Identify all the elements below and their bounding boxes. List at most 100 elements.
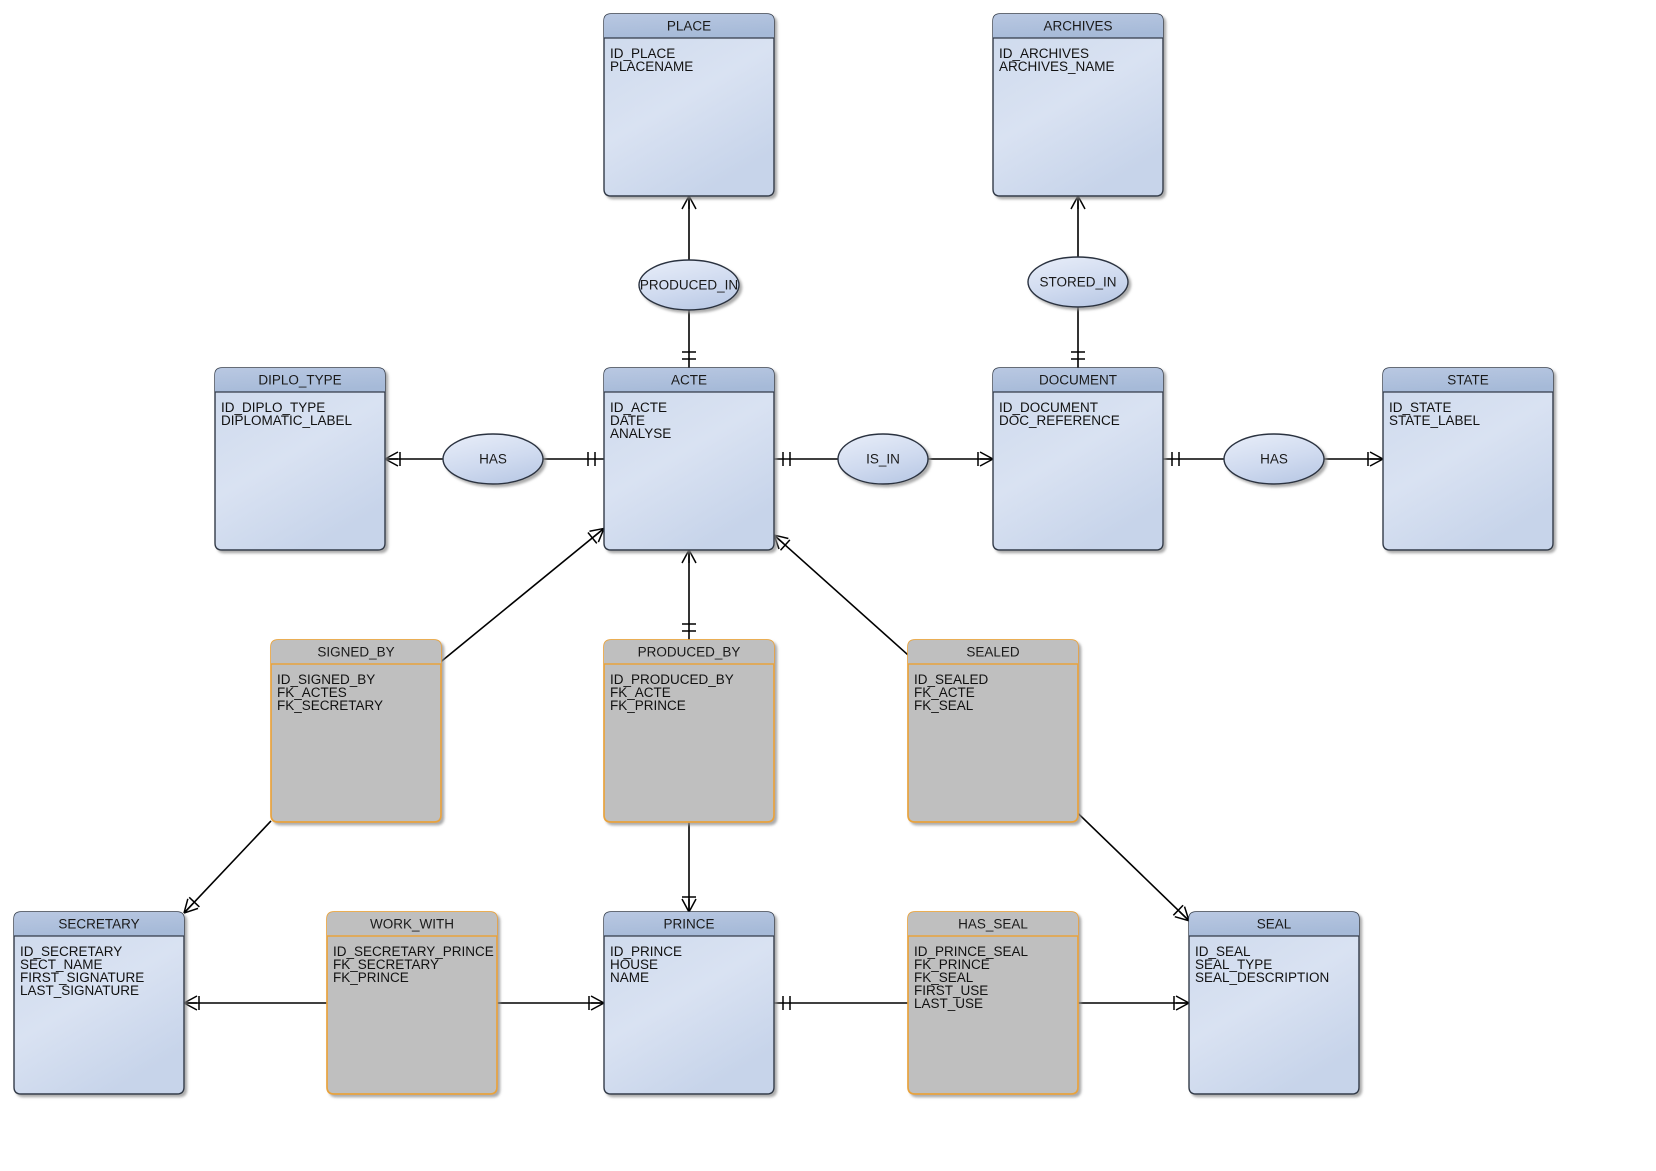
relationship-ellipse xyxy=(1027,256,1129,308)
entity-work_with[interactable]: WORK_WITH ID_SECRETARY_PRINCEFK_SECRETARY… xyxy=(326,911,498,1095)
connector-line xyxy=(773,534,909,656)
relationship-ellipse xyxy=(638,259,740,311)
cardinality-marker-many-one xyxy=(587,527,605,544)
cardinality-marker-many-one xyxy=(681,896,697,913)
relationship-label: IS_IN xyxy=(866,452,900,467)
entity-attribute: FK_SECRETARY xyxy=(333,957,439,972)
entity-header xyxy=(604,368,774,392)
entity-attribute: ID_PRODUCED_BY xyxy=(610,672,734,687)
entity-header xyxy=(271,640,441,664)
relationship-label: STORED_IN xyxy=(1039,275,1116,290)
entity-box xyxy=(603,13,775,197)
entity-attribute: ID_SEAL xyxy=(1195,944,1251,959)
entity-attribute: FK_ACTE xyxy=(610,685,671,700)
entity-header xyxy=(993,368,1163,392)
entity-attribute: ID_STATE xyxy=(1389,400,1452,415)
entity-title: WORK_WITH xyxy=(370,917,454,932)
cardinality-marker-many xyxy=(1070,195,1086,210)
connector-line xyxy=(1077,812,1190,922)
entity-title: SEALED xyxy=(966,645,1020,660)
entity-attribute: DIPLOMATIC_LABEL xyxy=(221,413,353,428)
entity-title: ARCHIVES xyxy=(1043,19,1112,34)
entity-attribute: FK_SEAL xyxy=(914,970,974,985)
entity-secretary[interactable]: SECRETARYID_SECRETARYSECT_NAMEFIRST_SIGN… xyxy=(13,911,185,1095)
entity-header xyxy=(14,912,184,936)
relationship-label: HAS xyxy=(1260,452,1288,467)
connector-secretary-work_with xyxy=(183,995,327,1011)
entity-attribute: PLACENAME xyxy=(610,59,693,74)
entity-title: ACTE xyxy=(671,373,707,388)
entity-box xyxy=(270,639,442,823)
connector-line xyxy=(440,527,605,663)
entity-header xyxy=(1189,912,1359,936)
connector-signed_by-secretary xyxy=(183,820,272,914)
entity-attribute: ARCHIVES_NAME xyxy=(999,59,1115,74)
entity-box xyxy=(992,13,1164,197)
connector-has_diplo-acte xyxy=(543,452,604,466)
entity-attribute: SEAL_TYPE xyxy=(1195,957,1272,972)
entity-has_seal[interactable]: HAS_SEALID_PRINCE_SEALFK_PRINCEFK_SEALFI… xyxy=(907,911,1079,1095)
connector-acte-is_in xyxy=(774,452,838,466)
connector-work_with-prince xyxy=(497,995,605,1011)
entity-attribute: ID_PRINCE xyxy=(610,944,682,959)
entity-produced_by[interactable]: PRODUCED_BYID_PRODUCED_BYFK_ACTEFK_PRINC… xyxy=(603,639,775,823)
entity-title: STATE xyxy=(1447,373,1489,388)
cardinality-marker-many-one xyxy=(773,534,791,551)
entity-box xyxy=(13,911,185,1095)
entity-signed_by[interactable]: SIGNED_BYID_SIGNED_BYFK_ACTESFK_SECRETAR… xyxy=(270,639,442,823)
entity-box xyxy=(603,367,775,551)
connector-acte-sealed xyxy=(773,534,909,656)
relationship-ellipse xyxy=(1223,433,1325,485)
entity-title: SIGNED_BY xyxy=(317,645,394,660)
entity-box xyxy=(907,639,1079,823)
entity-header xyxy=(327,912,497,936)
connector-has_seal-seal xyxy=(1078,995,1190,1011)
entity-attribute: FK_ACTES xyxy=(277,685,347,700)
entity-title: SECRETARY xyxy=(58,917,139,932)
cardinality-marker-many-one xyxy=(1367,451,1384,467)
entity-attribute: ID_ARCHIVES xyxy=(999,46,1089,61)
entity-attribute: ID_SECRETARY xyxy=(20,944,122,959)
entity-header xyxy=(908,912,1078,936)
entity-title: DIPLO_TYPE xyxy=(258,373,341,388)
relationship-stored_in[interactable]: STORED_IN xyxy=(1027,256,1129,308)
entity-title: DOCUMENT xyxy=(1039,373,1117,388)
entity-attribute: FK_SECRETARY xyxy=(277,698,383,713)
entity-box xyxy=(326,911,498,1095)
entity-attribute: SECT_NAME xyxy=(20,957,103,972)
relationship-is_in[interactable]: IS_IN xyxy=(837,433,929,485)
entity-attribute: ID_ACTE xyxy=(610,400,667,415)
cardinality-marker-one-one xyxy=(782,996,791,1010)
entity-header xyxy=(215,368,385,392)
relationship-has_state[interactable]: HAS xyxy=(1223,433,1325,485)
entity-attribute: ID_PLACE xyxy=(610,46,675,61)
connector-acte-signed_by xyxy=(440,527,605,663)
cardinality-marker-one-one xyxy=(682,623,696,632)
relationship-produced_in[interactable]: PRODUCED_IN xyxy=(638,259,740,311)
entity-attribute: ID_SECRETARY_PRINCE xyxy=(333,944,494,959)
connector-produced_by-prince xyxy=(681,822,697,913)
cardinality-marker-many-one xyxy=(384,451,401,467)
relationship-ellipse xyxy=(837,433,929,485)
entity-attribute: DATE xyxy=(610,413,645,428)
cardinality-marker-one-one xyxy=(682,351,696,360)
connector-has_state-state xyxy=(1324,451,1384,467)
entity-header xyxy=(604,912,774,936)
entity-title: PRODUCED_BY xyxy=(638,645,741,660)
relationship-has_diplo[interactable]: HAS xyxy=(442,433,544,485)
entity-attribute: STATE_LABEL xyxy=(1389,413,1481,428)
entity-box xyxy=(214,367,386,551)
connector-sealed-seal xyxy=(1077,812,1190,922)
entity-attribute: ID_DOCUMENT xyxy=(999,400,1098,415)
entity-attribute: ID_PRINCE_SEAL xyxy=(914,944,1029,959)
